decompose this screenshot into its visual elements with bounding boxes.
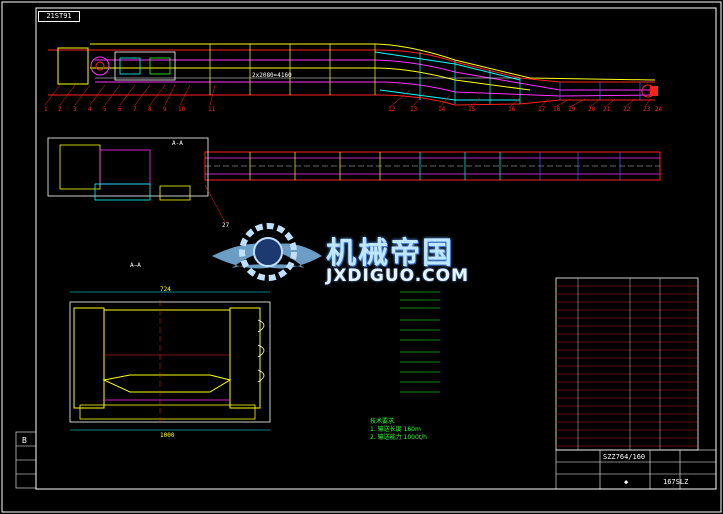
part-label: 24 xyxy=(655,106,663,113)
side-view-dimension: 2x2080=4160 xyxy=(252,72,292,79)
title-mark: ◆ xyxy=(624,478,629,486)
part-label: 12 xyxy=(388,106,396,113)
part-label: 14 xyxy=(438,106,446,113)
plan-label-27: 27 xyxy=(222,222,230,229)
part-label: 8 xyxy=(148,106,152,113)
watermark-text-cn: 机械帝国 xyxy=(326,236,454,271)
inner-border xyxy=(35,7,717,490)
watermark-text-en: JXDIGUO.COM xyxy=(326,266,470,286)
part-label: 11 xyxy=(208,106,216,113)
part-label: 6 xyxy=(118,106,122,113)
tech-notes-heading: 技术要求 xyxy=(370,418,395,425)
plan-view xyxy=(47,137,661,223)
part-label: 15 xyxy=(468,106,476,113)
part-label: 16 xyxy=(508,106,516,113)
watermark-logo-icon xyxy=(212,223,322,281)
part-label: 17 xyxy=(538,106,546,113)
part-label: 23 xyxy=(643,106,651,113)
part-label: 22 xyxy=(623,106,631,113)
part-label: 10 xyxy=(178,106,186,113)
part-label: 20 xyxy=(588,106,596,113)
part-label: 13 xyxy=(410,106,418,113)
title-model: SZZ764/160 xyxy=(603,453,646,461)
part-label: 3 xyxy=(73,106,77,113)
left-stamp xyxy=(15,431,37,489)
title-drawing-no: 167SLZ xyxy=(663,478,689,486)
side-view xyxy=(44,43,658,108)
part-label: 19 xyxy=(568,106,576,113)
plan-section-label: A-A xyxy=(172,140,183,147)
sheet-tag: 21ST91 xyxy=(38,11,80,22)
left-stamp-text: B xyxy=(22,436,27,445)
section-view-label: A—A xyxy=(130,262,141,269)
part-label: 7 xyxy=(133,106,137,113)
tech-note-1: 1. 输送长度 160m xyxy=(370,426,421,433)
tech-note-2: 2. 输送能力 1000t/h xyxy=(370,434,427,441)
section-dimension-top: 724 xyxy=(160,286,171,293)
part-label: 18 xyxy=(553,106,561,113)
part-label: 4 xyxy=(88,106,92,113)
parts-table xyxy=(555,277,699,451)
title-block xyxy=(555,449,717,490)
section-view xyxy=(69,291,271,431)
part-label: 5 xyxy=(103,106,107,113)
part-label: 9 xyxy=(163,106,167,113)
part-label: 1 xyxy=(44,106,48,113)
part-label: 2 xyxy=(58,106,62,113)
notes-leaders xyxy=(400,291,440,393)
part-label: 21 xyxy=(603,106,611,113)
section-dimension-bottom: 1000 xyxy=(160,432,175,439)
